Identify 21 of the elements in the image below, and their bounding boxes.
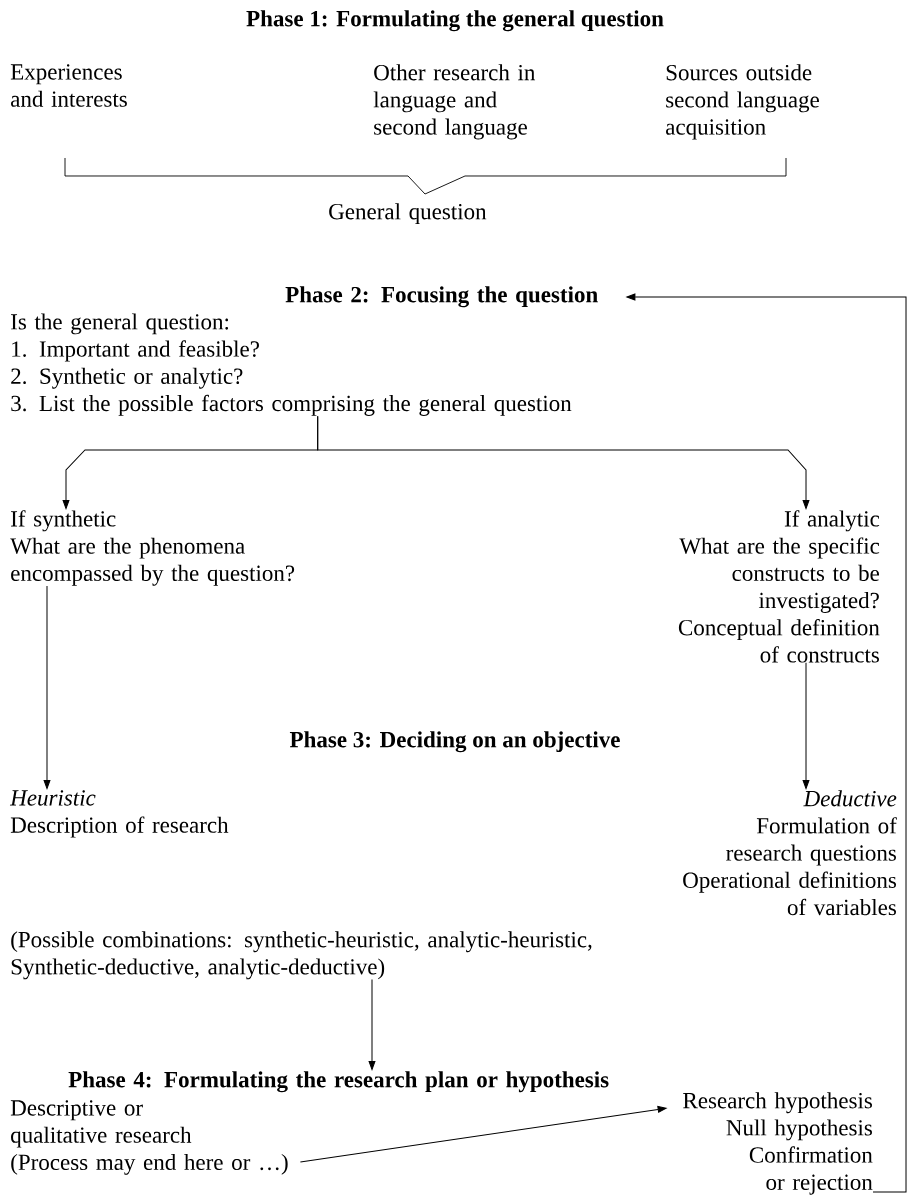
result-text: General question [329, 203, 487, 225]
source-text: Sources outside second language acquisition [666, 64, 819, 140]
arrow [626, 293, 907, 1193]
phase-heading: Phase 4: Formulating the research plan or hypothesis [68, 1071, 609, 1093]
arrow [43, 585, 51, 789]
step-text: Deductive Formulation of research questions Operational definitions of variables [683, 790, 897, 916]
step-text: (Possible combinations: synthetic-heuristic, analytic-heuristic, Synthetic-deductive, analytic-deductive) [11, 931, 592, 980]
arrow [317, 415, 810, 509]
step-text: Descriptive or qualitative research (Process may end here or …) [10, 1100, 288, 1175]
source-text: Other research in language and second language [373, 64, 536, 140]
arrow [368, 979, 376, 1070]
step-text: Heuristic Description of research [9, 790, 229, 838]
step-text: If analytic What are the specific constructs to be investigated? Conceptual definition of constructs [678, 510, 880, 663]
arrow [299, 1106, 667, 1163]
source-text: Experiences and interests [10, 64, 127, 107]
arrow [802, 662, 810, 789]
step-text: Research hypothesis Null hypothesis Confirmation or rejection [683, 1092, 873, 1195]
phase-heading: Phase 3: Deciding on an objective [289, 731, 620, 753]
phase-text: Phase 2: Focusing the question Is the general question: 1. Important and feasible? 2. Synthetic or analytic? 3. List the possible factors comprising the general question [11, 286, 598, 416]
phase-heading: Phase 1: Formulating the general question [246, 10, 664, 32]
step-text: If synthetic What are the phenomena encompassed by the question? [10, 510, 295, 586]
